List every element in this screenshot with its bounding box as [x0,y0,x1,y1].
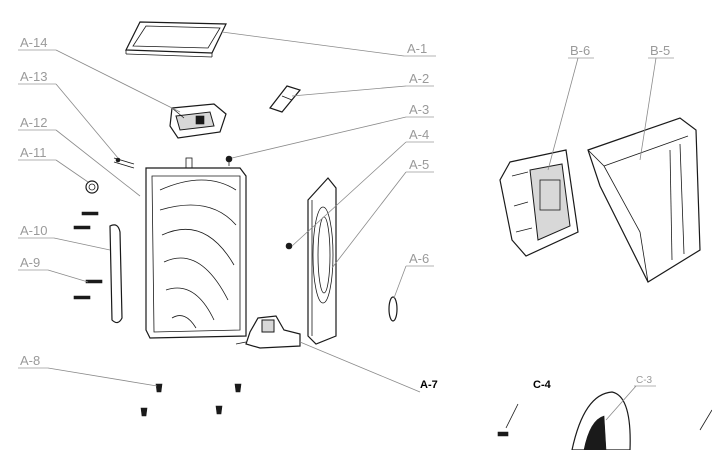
label-b6: B-6 [570,43,590,58]
part-labels: A-1 A-2 A-3 A-4 A-5 A-6 A-7 A-8 A-9 A-10… [20,35,670,391]
label-a14: A-14 [20,35,47,50]
label-b5: B-5 [650,43,670,58]
part-a7-drain-pump [235,315,301,349]
part-a10-side-strip [109,224,123,324]
part-a14-detergent-box [169,103,227,139]
label-a11: A-11 [20,145,47,160]
part-a11-knob [85,180,99,194]
label-a6: A-6 [409,251,429,266]
part-screws-left [73,211,103,300]
label-a9: A-9 [20,255,40,270]
label-a2: A-2 [409,71,429,86]
part-b6-control-unit [499,149,579,257]
part-a6-clip [388,296,398,322]
part-a5-front-panel [285,177,337,345]
part-a3-screw [225,155,233,166]
part-a2-bracket [269,85,302,113]
part-a13-inlet-valve [113,157,135,169]
label-a12: A-12 [20,115,47,130]
label-a3: A-3 [409,102,429,117]
label-a8: A-8 [20,353,40,368]
label-a10: A-10 [20,223,47,238]
label-a7: A-7 [420,379,438,391]
label-a5: A-5 [409,157,429,172]
label-c4: C-4 [533,379,552,391]
label-a13: A-13 [20,69,47,84]
label-a4: A-4 [409,127,429,142]
label-a1: A-1 [407,41,427,56]
part-b5-panel-cover [587,117,701,283]
part-c4-screw [497,403,519,437]
part-a8-feet [140,383,242,417]
part-c3-housing [571,391,712,450]
leader-lines [18,31,674,421]
part-a1-top-cover [125,21,227,58]
label-c3: C-3 [636,375,653,386]
part-a12-cabinet [145,157,247,339]
